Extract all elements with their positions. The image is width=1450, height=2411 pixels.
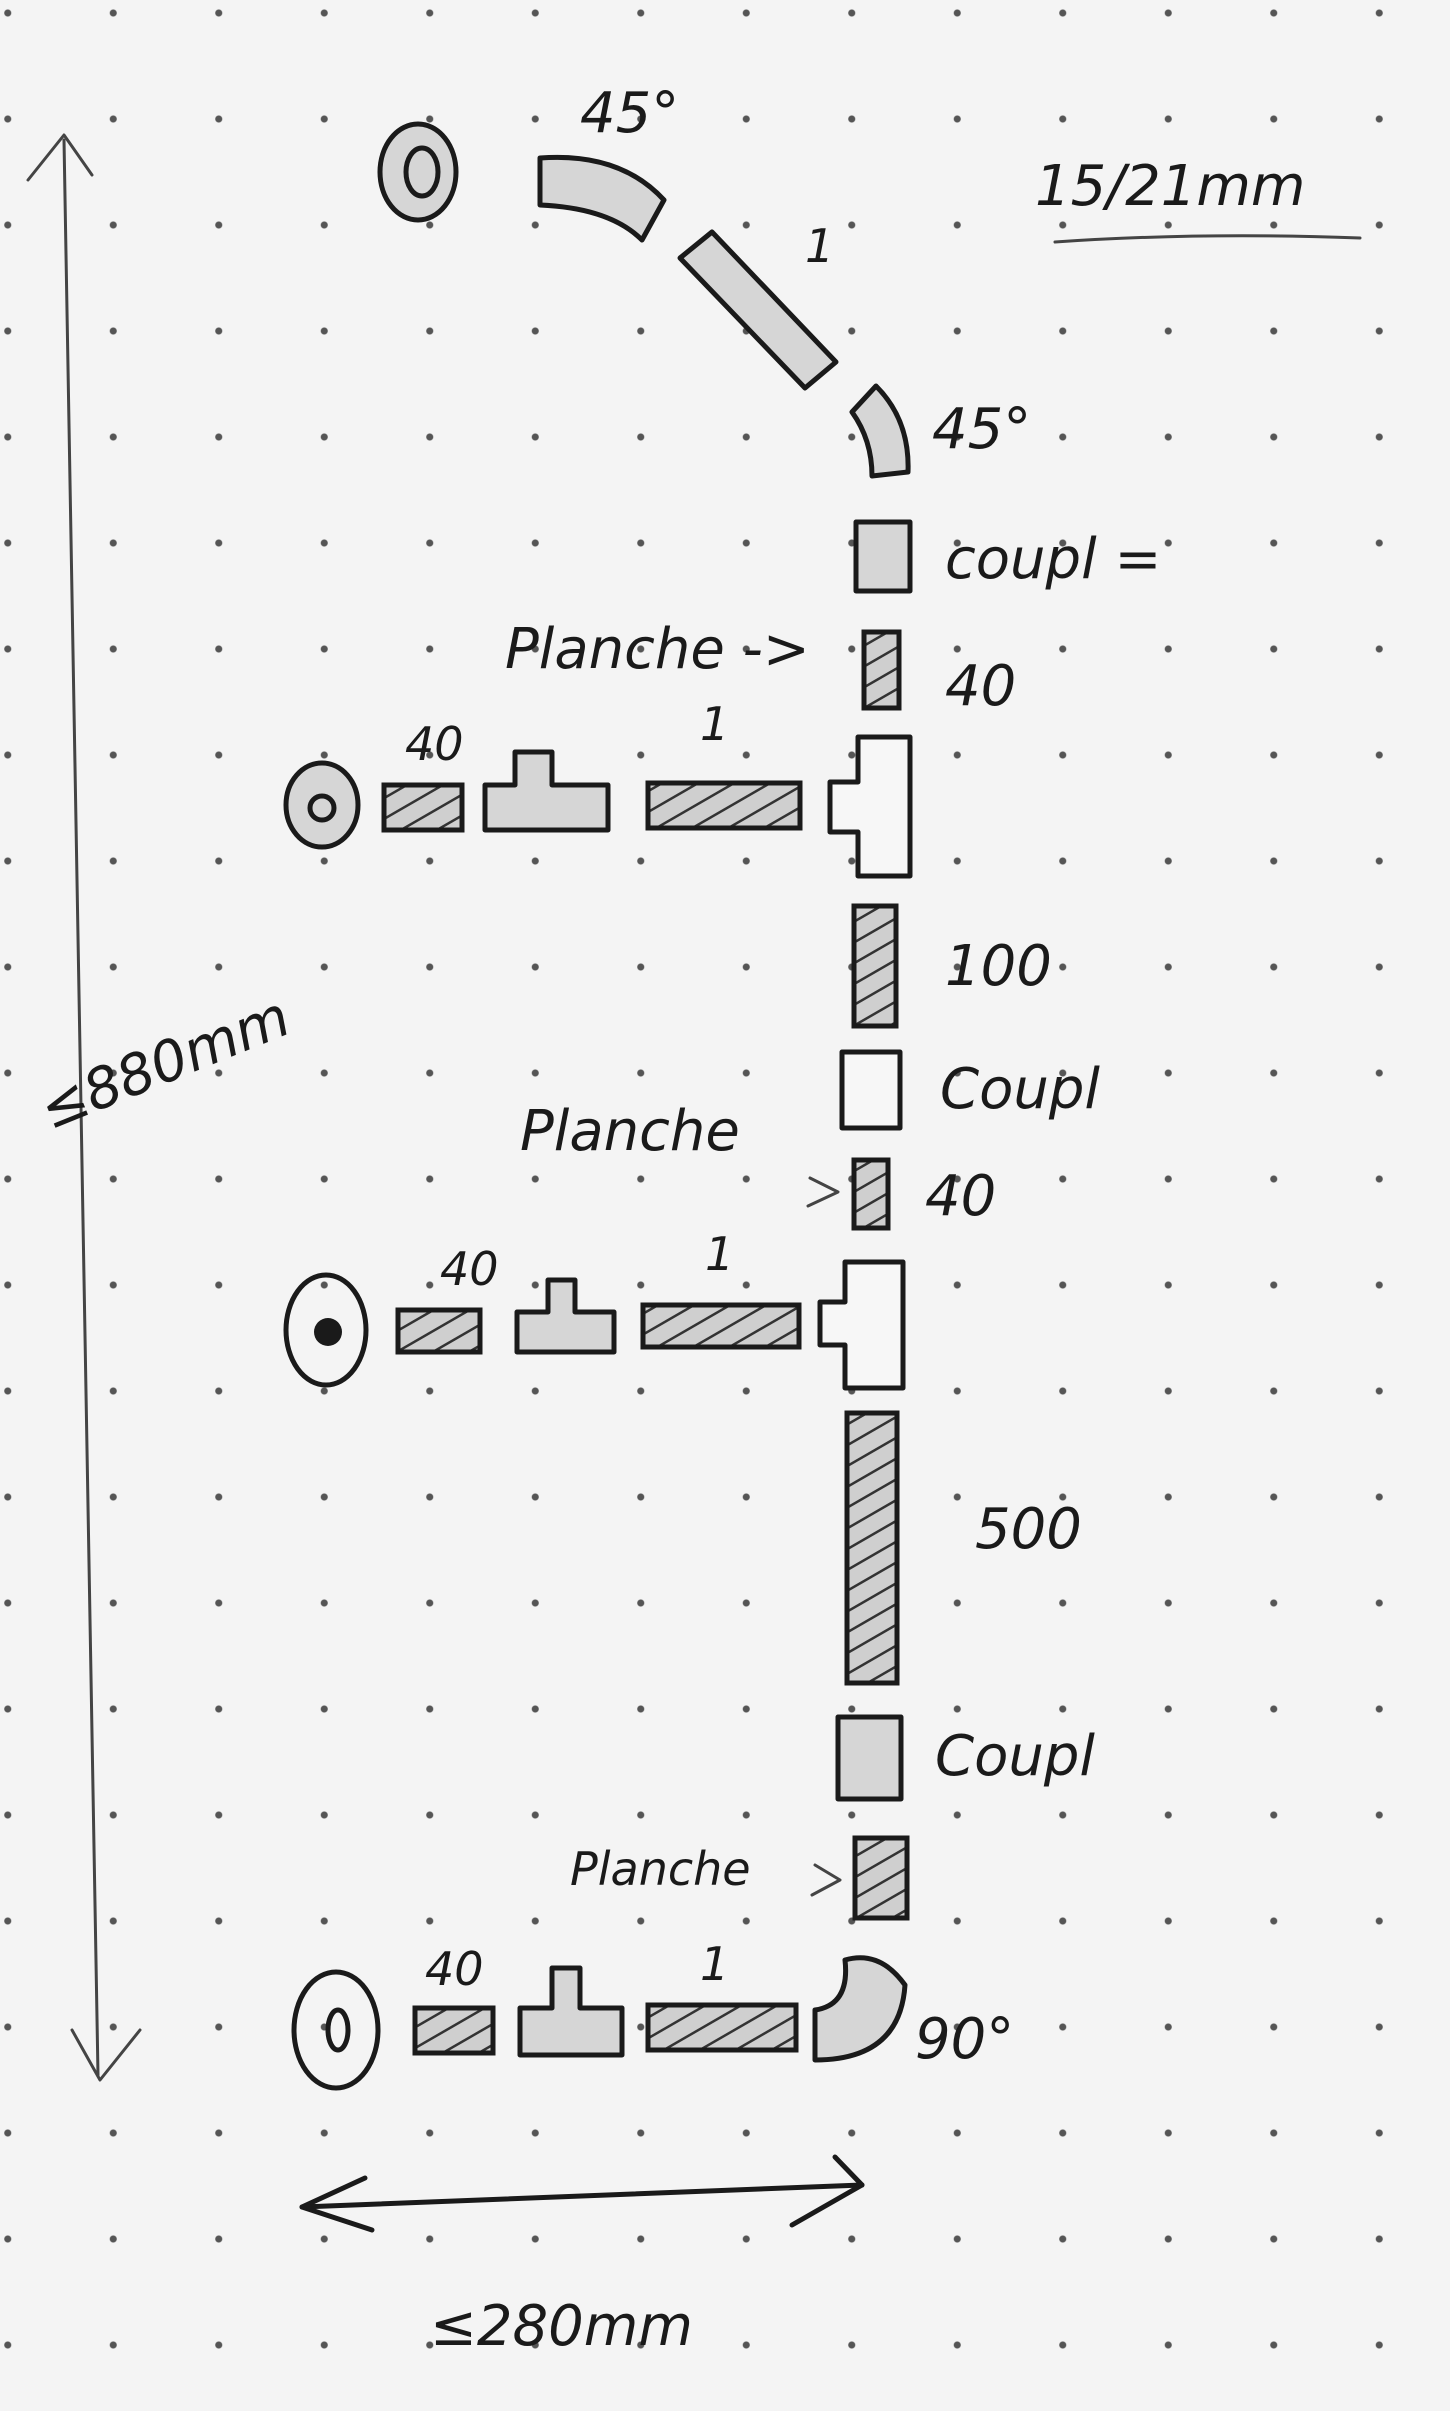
title-underline: [1053, 234, 1362, 244]
wall-plate-1: [283, 760, 361, 850]
spacer-40-branch-2: [395, 1307, 483, 1355]
wall-plate-3: [291, 1969, 381, 2091]
tee-branch-3: [517, 1965, 625, 2058]
spacer-40-branch-3: [412, 2005, 496, 2056]
pipe-branch-2: [640, 1302, 802, 1350]
planche-1-label: Planche ->: [505, 617, 810, 682]
tee-branch-1: [482, 749, 611, 833]
elbow-45-bottom-label: 45°: [932, 397, 1031, 462]
height-label: ≤880mm: [31, 984, 299, 1143]
branch-3-spacer-label: 40: [425, 1942, 484, 1996]
spacer-40-1: [861, 629, 902, 711]
spacer-40-branch-1: [381, 782, 465, 833]
wall-plate-top: [377, 121, 459, 223]
branch-1: 40 1: [283, 697, 803, 850]
elbow-90-label: 90°: [915, 2007, 1014, 2072]
pipe-size-title: 15/21mm: [1035, 154, 1305, 219]
pipe-100: [851, 903, 899, 1029]
coupler-1-label: coupl =: [945, 527, 1161, 592]
branch-2-spacer-label: 40: [440, 1242, 499, 1296]
planche-3-arrow: [810, 1863, 842, 1897]
planche-2-arrow: [806, 1176, 840, 1208]
wall-plate-2: [283, 1272, 369, 1388]
pipe-500: [844, 1410, 900, 1686]
coupler-2-label: Coupl: [940, 1057, 1100, 1122]
branch-1-pipe-label: 1: [700, 697, 729, 751]
pipe-100-label: 100: [945, 934, 1052, 999]
tee-right-1: [827, 734, 913, 879]
elbow-90: [812, 1955, 908, 2063]
width-label: ≤280mm: [430, 2294, 693, 2359]
spacer-40-2-label: 40: [925, 1164, 996, 1229]
tee-branch-2: [514, 1277, 617, 1355]
planche-3-label: Planche: [570, 1842, 751, 1896]
pipe-500-label: 500: [975, 1497, 1082, 1562]
coupler-3-label: Coupl: [935, 1724, 1095, 1789]
branch-2-pipe-label: 1: [705, 1227, 734, 1281]
branch-2: 40 1: [283, 1227, 802, 1388]
diagonal-pipe-label: 1: [805, 219, 834, 273]
width-dimension-arrow: [299, 2154, 865, 2233]
branch-3: 40 1 90°: [291, 1937, 1014, 2091]
pipe-branch-3: [645, 2002, 799, 2053]
diagonal-pipe: [677, 229, 839, 391]
pipe-branch-1: [645, 780, 803, 831]
coupler-1: [853, 519, 913, 594]
coupler-2: [839, 1049, 903, 1131]
planche-2-label: Planche: [520, 1099, 740, 1164]
coupler-3: [835, 1714, 904, 1802]
tee-right-2: [817, 1259, 906, 1391]
branch-3-pipe-label: 1: [700, 1937, 729, 1991]
spacer-40-2: [851, 1157, 891, 1231]
spacer-40-1-label: 40: [945, 654, 1016, 719]
elbow-45-top: [537, 154, 667, 243]
branch-1-spacer-label: 40: [405, 717, 464, 771]
height-dimension-arrow: [26, 133, 142, 2082]
elbow-45-top-label: 45°: [580, 81, 679, 146]
spacer-planche-3: [852, 1835, 910, 1921]
elbow-45-bottom: [849, 383, 911, 479]
